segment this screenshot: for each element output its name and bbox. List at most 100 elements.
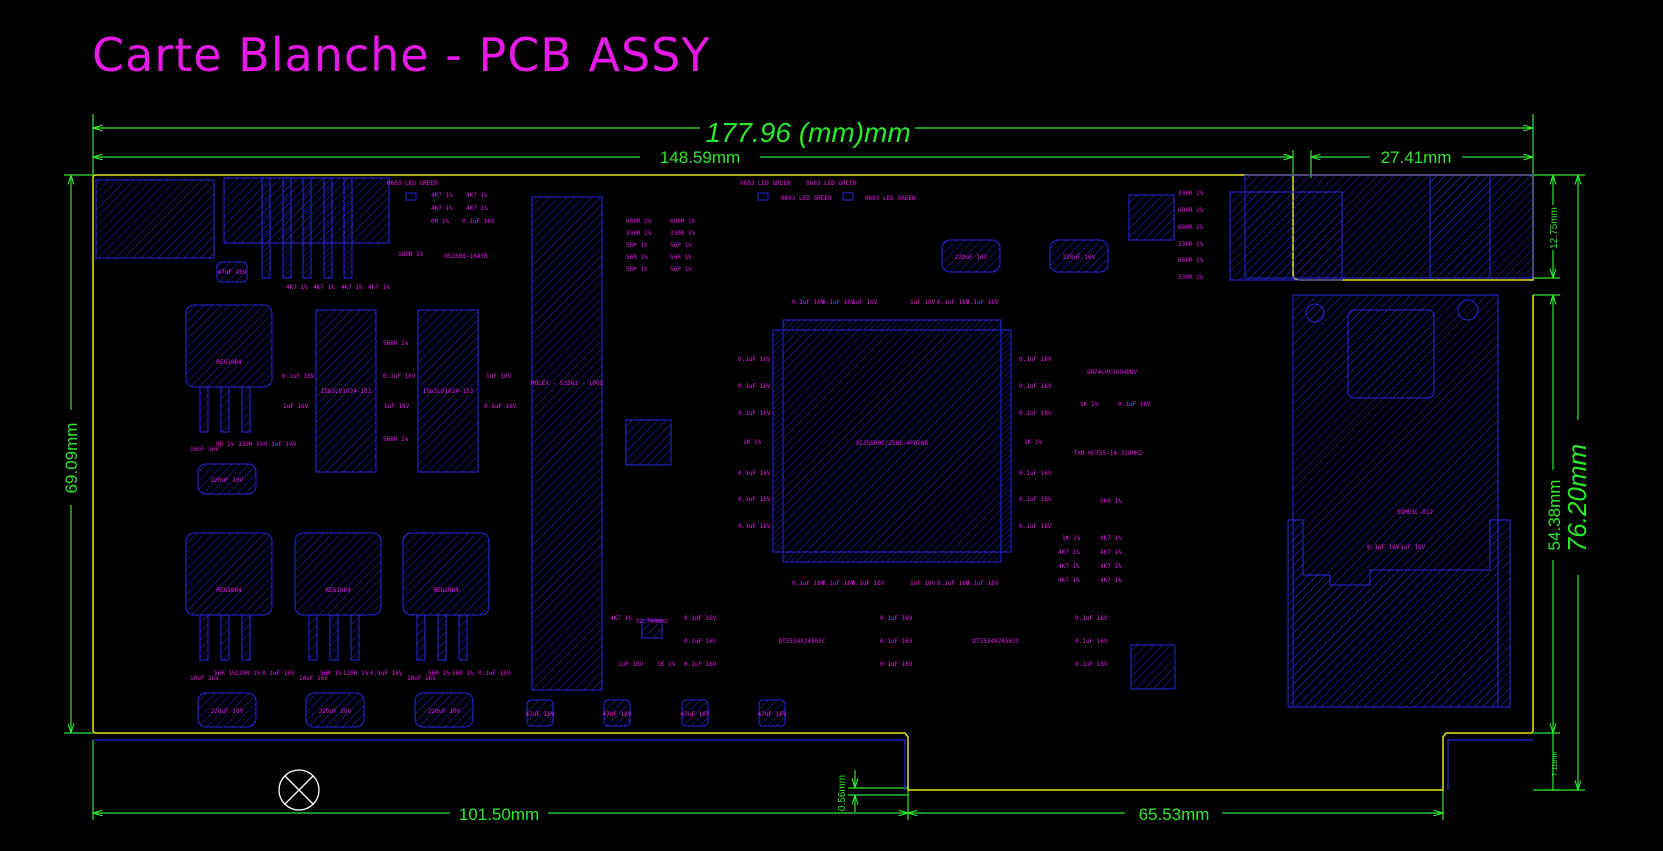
svg-text:0.1uF 16V: 0.1uF 16V — [383, 373, 416, 380]
svg-text:47uF 16V: 47uF 16V — [681, 711, 710, 718]
svg-text:120R 1%: 120R 1% — [343, 670, 369, 677]
svg-text:1K 1%: 1K 1% — [1024, 439, 1042, 446]
components — [95, 174, 1534, 728]
svg-text:1K 1%: 1K 1% — [1062, 535, 1080, 542]
svg-text:330R 1%: 330R 1% — [1178, 190, 1204, 197]
svg-text:4K7 1%: 4K7 1% — [610, 615, 632, 622]
svg-text:1uF 16V: 1uF 16V — [618, 661, 644, 668]
svg-text:1uF 16V: 1uF 16V — [1400, 544, 1426, 551]
svg-text:1K 1%: 1K 1% — [743, 439, 761, 446]
svg-text:0603 LED GREEN: 0603 LED GREEN — [806, 180, 857, 187]
svg-text:10uF 16V: 10uF 16V — [190, 675, 219, 682]
crystal-label: 32.768KHz — [636, 618, 669, 625]
svg-text:680R 1%: 680R 1% — [670, 218, 696, 225]
svg-text:0.1uF 16V: 0.1uF 16V — [1019, 356, 1052, 363]
svg-text:56R 1%: 56R 1% — [452, 670, 474, 677]
regulator-bottom-1 — [185, 532, 273, 661]
svg-text:0.1uF 16V: 0.1uF 16V — [264, 441, 297, 448]
svg-text:0.1uF 16V: 0.1uF 16V — [738, 410, 771, 417]
svg-text:0.1uF 16V: 0.1uF 16V — [370, 670, 403, 677]
flash-label: TXO-HCT55-14.318MHZ — [1074, 450, 1143, 457]
target-icon — [278, 769, 320, 811]
svg-text:56P 1%: 56P 1% — [626, 266, 648, 273]
molex-label: MOLEX - 53261 - 1005 — [531, 380, 604, 387]
sram-1 — [315, 309, 377, 473]
svg-text:56R 1%: 56R 1% — [320, 670, 342, 677]
fpga-label: XC3S500E/256E-4PQ208 — [856, 440, 929, 447]
svg-text:0.1uF 16V: 0.1uF 16V — [684, 615, 717, 622]
svg-text:680R 1%: 680R 1% — [1178, 207, 1204, 214]
svg-text:0.1uF 16V: 0.1uF 16V — [1019, 470, 1052, 477]
svg-text:220uF 10V: 220uF 10V — [428, 708, 461, 715]
svg-text:4K7 1%: 4K7 1% — [286, 284, 308, 291]
svg-text:0.1uF 16V: 0.1uF 16V — [852, 580, 885, 587]
svg-text:0.1uF 16V: 0.1uF 16V — [462, 218, 495, 225]
oscillator-label: SN74LVC1G04DBV — [1087, 369, 1138, 376]
svg-text:4K7 1%: 4K7 1% — [1058, 577, 1080, 584]
pot-label: DS2S08-16AYB — [444, 253, 488, 260]
svg-text:0.1uF 16V: 0.1uF 16V — [822, 580, 855, 587]
svg-text:220uF 10V: 220uF 10V — [955, 254, 988, 261]
dim-connector-width: 27.41mm — [1381, 148, 1452, 167]
svg-text:4K7 1%: 4K7 1% — [1100, 535, 1122, 542]
dim-connector-height: 12.75mm — [1549, 207, 1560, 249]
svg-text:0.1uF 16V: 0.1uF 16V — [1075, 661, 1108, 668]
molex-header — [531, 196, 603, 691]
svg-text:0.1uF 16V: 0.1uF 16V — [792, 580, 825, 587]
svg-text:0.1uF 16V: 0.1uF 16V — [937, 580, 970, 587]
svg-text:10uF 16V: 10uF 16V — [190, 446, 219, 453]
svg-text:47uF 16V: 47uF 16V — [526, 711, 555, 718]
regulator-bottom-2 — [294, 532, 382, 661]
svg-text:1uF 16V: 1uF 16V — [852, 299, 878, 306]
svg-text:4K7 1%: 4K7 1% — [1058, 563, 1080, 570]
sram-2 — [417, 309, 479, 473]
leds — [405, 192, 854, 201]
buffer-right-label: DTS534X24503C — [973, 638, 1020, 645]
svg-text:56P 1%: 56P 1% — [670, 266, 692, 273]
svg-text:4K7 1%: 4K7 1% — [466, 205, 488, 212]
svg-text:0.1uF 16V: 0.1uF 16V — [966, 299, 999, 306]
svg-text:0.1uF 16V: 0.1uF 16V — [478, 670, 511, 677]
svg-text:10uF 16V: 10uF 16V — [299, 675, 328, 682]
svg-text:4K7 1%: 4K7 1% — [341, 284, 363, 291]
buffer-left-label: DTS534X24503C — [779, 638, 826, 645]
svg-text:0.1uF 16V: 0.1uF 16V — [822, 299, 855, 306]
svg-text:0.1uF 16V: 0.1uF 16V — [282, 373, 315, 380]
svg-text:56R 1%: 56R 1% — [670, 254, 692, 261]
svg-text:0.1uF 16V: 0.1uF 16V — [738, 383, 771, 390]
regulator-top — [185, 304, 273, 433]
svg-text:0603 LED GREEN: 0603 LED GREEN — [781, 195, 832, 202]
svg-text:0.1uF 16V: 0.1uF 16V — [1019, 383, 1052, 390]
svg-text:0.1uF 16V: 0.1uF 16V — [1019, 410, 1052, 417]
svg-text:220uF 10V: 220uF 10V — [1063, 254, 1096, 261]
power-jack — [95, 179, 215, 259]
svg-text:0.1uF 16V: 0.1uF 16V — [1118, 401, 1151, 408]
svg-text:4K7 1%: 4K7 1% — [368, 284, 390, 291]
svg-text:1uF 16V: 1uF 16V — [910, 299, 936, 306]
svg-text:4K7 1%: 4K7 1% — [313, 284, 335, 291]
svg-text:1uF 16V: 1uF 16V — [384, 403, 410, 410]
svg-text:0.1uF 16V: 0.1uF 16V — [684, 661, 717, 668]
regulator-bottom-3 — [402, 532, 490, 661]
reg-label-4: REG1084 — [433, 587, 459, 594]
svg-text:0.1uF 16V: 0.1uF 16V — [937, 299, 970, 306]
svg-text:1uF 16V: 1uF 16V — [283, 403, 309, 410]
svg-text:47uF 16V: 47uF 16V — [218, 269, 247, 276]
drawing-title: Carte Blanche - PCB ASSY — [92, 28, 711, 82]
svg-text:0.1uF 16V: 0.1uF 16V — [738, 470, 771, 477]
svg-text:120R 1%: 120R 1% — [235, 670, 261, 677]
svg-text:0.1uF 16V: 0.1uF 16V — [792, 299, 825, 306]
svg-text:0.1uF 16V: 0.1uF 16V — [1019, 523, 1052, 530]
svg-text:560R 1%: 560R 1% — [383, 436, 409, 443]
svg-text:1K 1%: 1K 1% — [657, 661, 675, 668]
svg-text:330R 1%: 330R 1% — [626, 230, 652, 237]
dimension-labels: 177.96 (mm)mm 148.59mm 27.41mm 69.09mm 7… — [62, 117, 1592, 824]
svg-text:220uF 10V: 220uF 10V — [211, 477, 244, 484]
silkscreen-labels: XC3S500E/256E-4PQ208 MOLEX - 53261 - 100… — [190, 180, 1433, 718]
svg-text:1K 1%: 1K 1% — [1080, 401, 1098, 408]
svg-text:4K7 1%: 4K7 1% — [466, 192, 488, 199]
svg-text:680R 1%: 680R 1% — [1178, 257, 1204, 264]
svg-text:0.1uF 16V: 0.1uF 16V — [880, 638, 913, 645]
svg-text:680R 1%: 680R 1% — [626, 218, 652, 225]
